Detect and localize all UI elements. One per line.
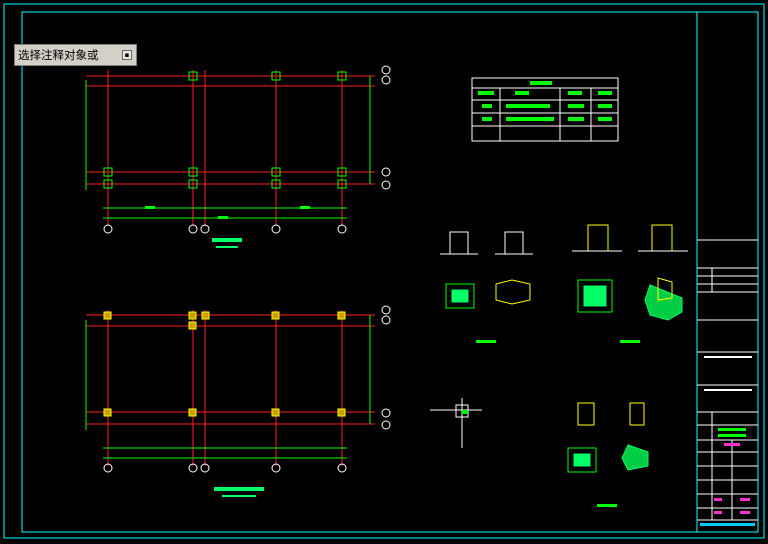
plan-title xyxy=(212,238,242,242)
title-block-bar xyxy=(718,428,746,431)
table-cell xyxy=(506,117,554,121)
title-block-bar xyxy=(704,356,752,358)
title-block-bar xyxy=(714,498,722,501)
top-plan[interactable] xyxy=(85,65,391,248)
table-cell xyxy=(568,91,582,95)
axis-bubbles xyxy=(103,65,391,234)
axis-bubbles xyxy=(103,305,391,473)
title-block-bar xyxy=(704,389,752,391)
detail-title xyxy=(620,340,640,343)
table-cell xyxy=(598,104,612,108)
detail-title xyxy=(476,340,496,343)
title-block-bar xyxy=(700,523,755,526)
drawing-frame-outer xyxy=(3,3,765,539)
table-cell xyxy=(598,117,612,121)
drawing-frame-inner xyxy=(21,11,759,533)
prompt-text: 选择注释对象或 xyxy=(18,48,99,62)
bottom-plan[interactable] xyxy=(85,305,391,497)
table-cell xyxy=(482,117,492,121)
table-cell xyxy=(568,117,584,121)
base-detail-3[interactable] xyxy=(567,402,649,507)
title-block-bar xyxy=(718,434,746,437)
column-markers xyxy=(103,311,346,417)
detail-title xyxy=(597,504,617,507)
table-cell xyxy=(506,104,550,108)
plan-scale xyxy=(216,246,238,248)
title-block[interactable] xyxy=(697,239,758,526)
title-block-bar xyxy=(714,511,722,514)
command-prompt-tooltip[interactable]: 选择注释对象或 ▪ xyxy=(14,44,137,66)
column-markers xyxy=(103,71,347,189)
title-block-bar xyxy=(740,511,750,514)
table-header xyxy=(530,81,552,85)
table-cell xyxy=(598,91,612,95)
table-cell xyxy=(482,104,492,108)
dim-text xyxy=(300,206,310,209)
plan-title xyxy=(214,487,264,491)
dim-text xyxy=(145,206,155,209)
table-cell xyxy=(478,91,494,95)
title-block-bar xyxy=(740,498,750,501)
dropdown-icon[interactable]: ▪ xyxy=(122,50,132,60)
table-cell xyxy=(568,104,584,108)
base-detail-2[interactable] xyxy=(572,224,688,343)
title-block-bar xyxy=(724,443,740,446)
material-table[interactable] xyxy=(471,77,619,142)
table-cell xyxy=(515,91,529,95)
base-detail-1[interactable] xyxy=(440,231,533,343)
connection-detail[interactable] xyxy=(430,398,482,448)
plan-scale xyxy=(222,495,256,497)
dim-text xyxy=(218,216,228,219)
